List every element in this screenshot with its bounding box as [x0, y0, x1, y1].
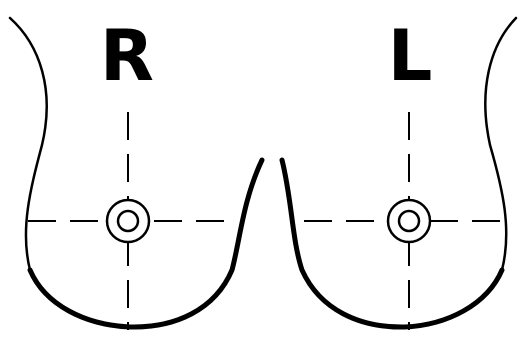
left-side-label: L	[388, 15, 433, 97]
left-breast-outer-edge	[484, 16, 518, 272]
right-breast-outer-edge	[8, 16, 48, 272]
left-nipple-ring	[397, 209, 421, 233]
left-nipple-marker	[386, 198, 432, 244]
left-breast-outline	[279, 16, 518, 330]
right-nipple-ring	[116, 209, 140, 233]
right-nipple-marker	[105, 198, 151, 244]
right-breast-lower-contour	[27, 157, 265, 330]
left-breast-lower-contour	[279, 157, 505, 330]
right-side-label: R	[100, 15, 154, 97]
right-breast-outline	[8, 16, 265, 330]
